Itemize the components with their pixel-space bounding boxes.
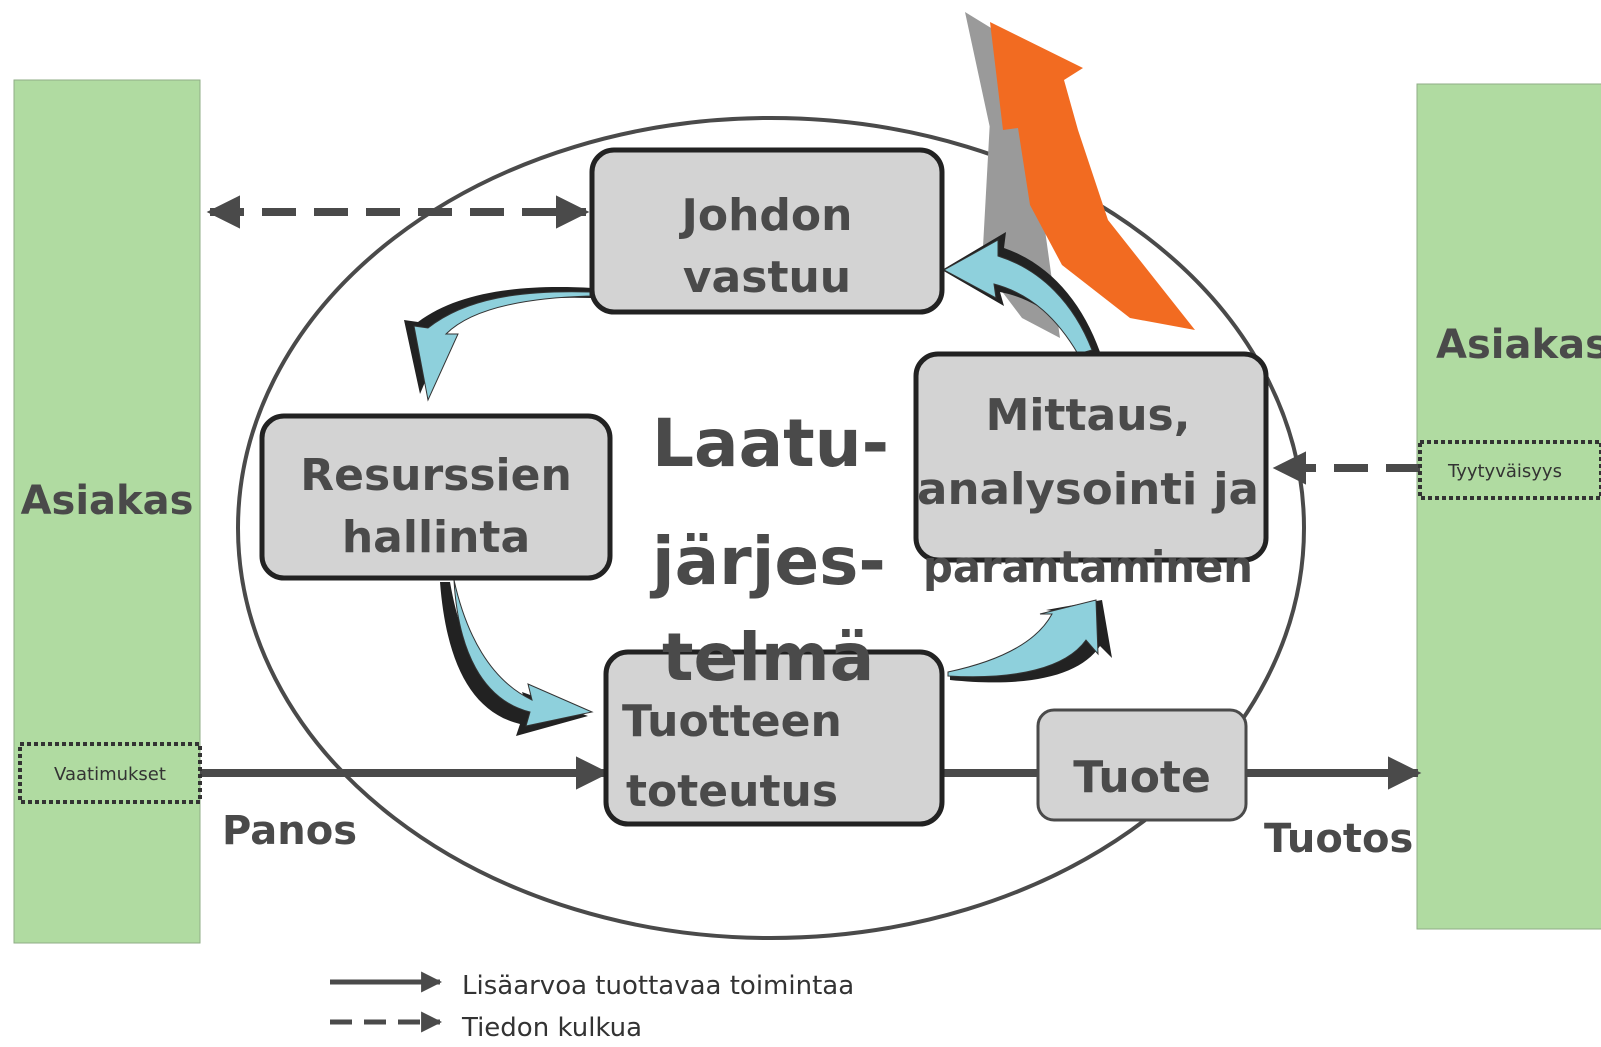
measurement-label-line1: Mittaus, (986, 390, 1191, 441)
input-label: Panos (222, 808, 357, 854)
cycle-arrow-management-to-resources (404, 287, 592, 400)
quality-system-label-line3: telmä (662, 619, 874, 696)
resources-label-line1: Resurssien (300, 450, 572, 501)
requirements-label: Vaatimukset (54, 764, 166, 785)
product-label: Tuote (1073, 752, 1211, 803)
cycle-arrow-resources-to-realization (440, 580, 592, 736)
quality-system-label-line1: Laatu- (652, 405, 889, 482)
right-customer-label: Asiakas (1436, 322, 1601, 368)
cycle-arrow-realization-to-measurement (948, 600, 1112, 682)
management-label-line1: Johdon (679, 190, 853, 241)
measurement-label-line3: parantaminen (923, 542, 1253, 593)
output-label: Tuotos (1264, 816, 1413, 862)
measurement-label-line2: analysointi ja (917, 464, 1259, 515)
measurement-box (916, 354, 1266, 560)
realization-label-line2: toteutus (626, 766, 838, 817)
right-customer-panel (1417, 84, 1601, 929)
resources-label-line2: hallinta (342, 512, 530, 563)
quality-system-label-line2: järjes- (649, 523, 886, 600)
left-customer-label: Asiakas (21, 478, 194, 524)
legend-dashed-label: Tiedon kulkua (461, 1013, 642, 1043)
realization-label-line1: Tuotteen (622, 696, 842, 747)
satisfaction-label: Tyytyväisyys (1447, 461, 1562, 482)
legend-solid-label: Lisäarvoa tuottavaa toimintaa (462, 971, 854, 1001)
management-label-line2: vastuu (683, 252, 851, 303)
legend: Lisäarvoa tuottavaa toimintaa Tiedon kul… (330, 971, 854, 1043)
